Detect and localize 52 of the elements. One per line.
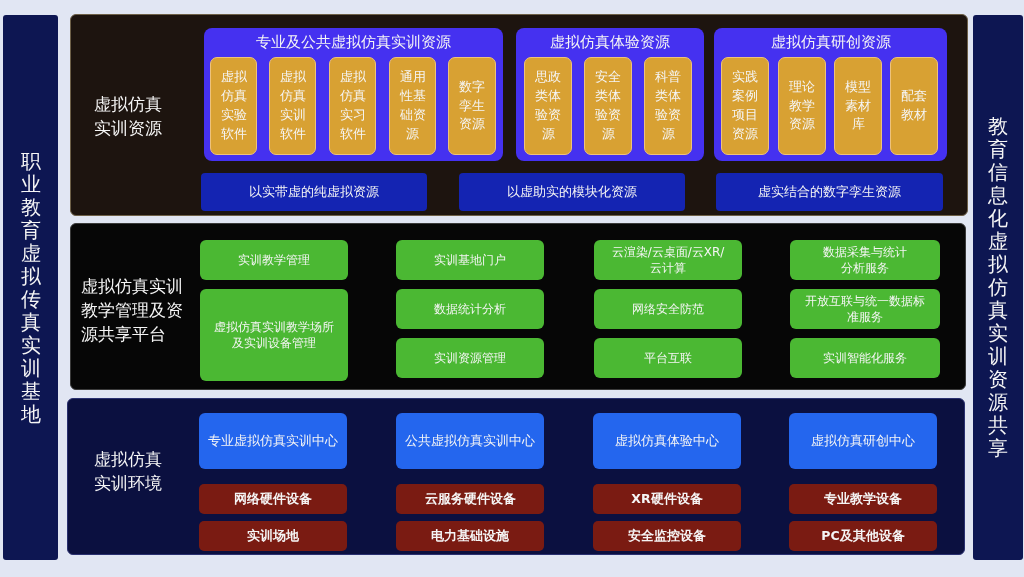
resource-tile: 理论教学资源	[778, 57, 826, 155]
group-heading: 虚拟仿真体验资源	[549, 32, 671, 52]
equipment-tile: 云服务硬件设备	[396, 484, 544, 514]
service-tile: 数据采集与统计分析服务	[790, 240, 940, 280]
resource-group	[204, 28, 503, 161]
layer-panel	[70, 14, 968, 216]
resource-tile: 数字孪生资源	[448, 57, 496, 155]
service-tile: 数据统计分析	[396, 289, 544, 329]
equipment-tile: 网络硬件设备	[199, 484, 347, 514]
service-tile: 开放互联与统一数据标准服务	[790, 289, 940, 329]
resource-tile: 通用性基础资源	[389, 57, 436, 155]
side-banner: 教育信息化虚拟仿真实训资源共享	[973, 15, 1023, 560]
equipment-tile: 实训场地	[199, 521, 347, 551]
resource-tile: 实践案例项目资源	[721, 57, 769, 155]
equipment-tile: 安全监控设备	[593, 521, 741, 551]
layer-heading: 虚拟仿真实训资源	[94, 93, 163, 140]
resource-tile: 虚拟仿真实习软件	[329, 57, 376, 155]
equipment-tile: XR硬件设备	[593, 484, 741, 514]
resource-tile: 安全类体验资源	[584, 57, 632, 155]
center-tile: 虚拟仿真体验中心	[593, 413, 741, 469]
resource-tile: 虚拟仿真实训软件	[269, 57, 316, 155]
resource-tile: 虚拟仿真实验软件	[210, 57, 257, 155]
equipment-tile: 专业教学设备	[789, 484, 937, 514]
resource-tile: 模型素材库	[834, 57, 882, 155]
category-bar: 以虚助实的模块化资源	[459, 173, 685, 211]
service-tile: 实训资源管理	[396, 338, 544, 378]
service-tile: 实训智能化服务	[790, 338, 940, 378]
resource-group	[714, 28, 947, 161]
resource-group	[516, 28, 704, 161]
group-heading: 专业及公共虚拟仿真实训资源	[255, 32, 452, 52]
layer-panel	[70, 223, 966, 390]
equipment-tile: 电力基础设施	[396, 521, 544, 551]
equipment-tile: PC及其他设备	[789, 521, 937, 551]
resource-tile: 配套教材	[890, 57, 938, 155]
layer-panel	[67, 398, 965, 555]
service-tile: 实训教学管理	[200, 240, 348, 280]
service-tile: 实训基地门户	[396, 240, 544, 280]
category-bar: 虚实结合的数字孪生资源	[716, 173, 943, 211]
side-banner: 职业教育虚拟传真实训基地	[3, 15, 58, 560]
category-bar: 以实带虚的纯虚拟资源	[201, 173, 427, 211]
center-tile: 公共虚拟仿真实训中心	[396, 413, 544, 469]
service-tile: 网络安全防范	[594, 289, 742, 329]
center-tile: 专业虚拟仿真实训中心	[199, 413, 347, 469]
layer-heading: 虚拟仿真实训环境	[94, 448, 163, 495]
center-tile: 虚拟仿真研创中心	[789, 413, 937, 469]
group-heading: 虚拟仿真研创资源	[769, 32, 892, 52]
service-tile: 虚拟仿真实训教学场所及实训设备管理	[200, 289, 348, 381]
resource-tile: 思政类体验资源	[524, 57, 572, 155]
service-tile: 云渲染/云桌面/云XR/云计算	[594, 240, 742, 280]
resource-tile: 科普类体验资源	[644, 57, 692, 155]
layer-heading: 虚拟仿真实训教学管理及资源共享平台	[81, 275, 184, 346]
service-tile: 平台互联	[594, 338, 742, 378]
